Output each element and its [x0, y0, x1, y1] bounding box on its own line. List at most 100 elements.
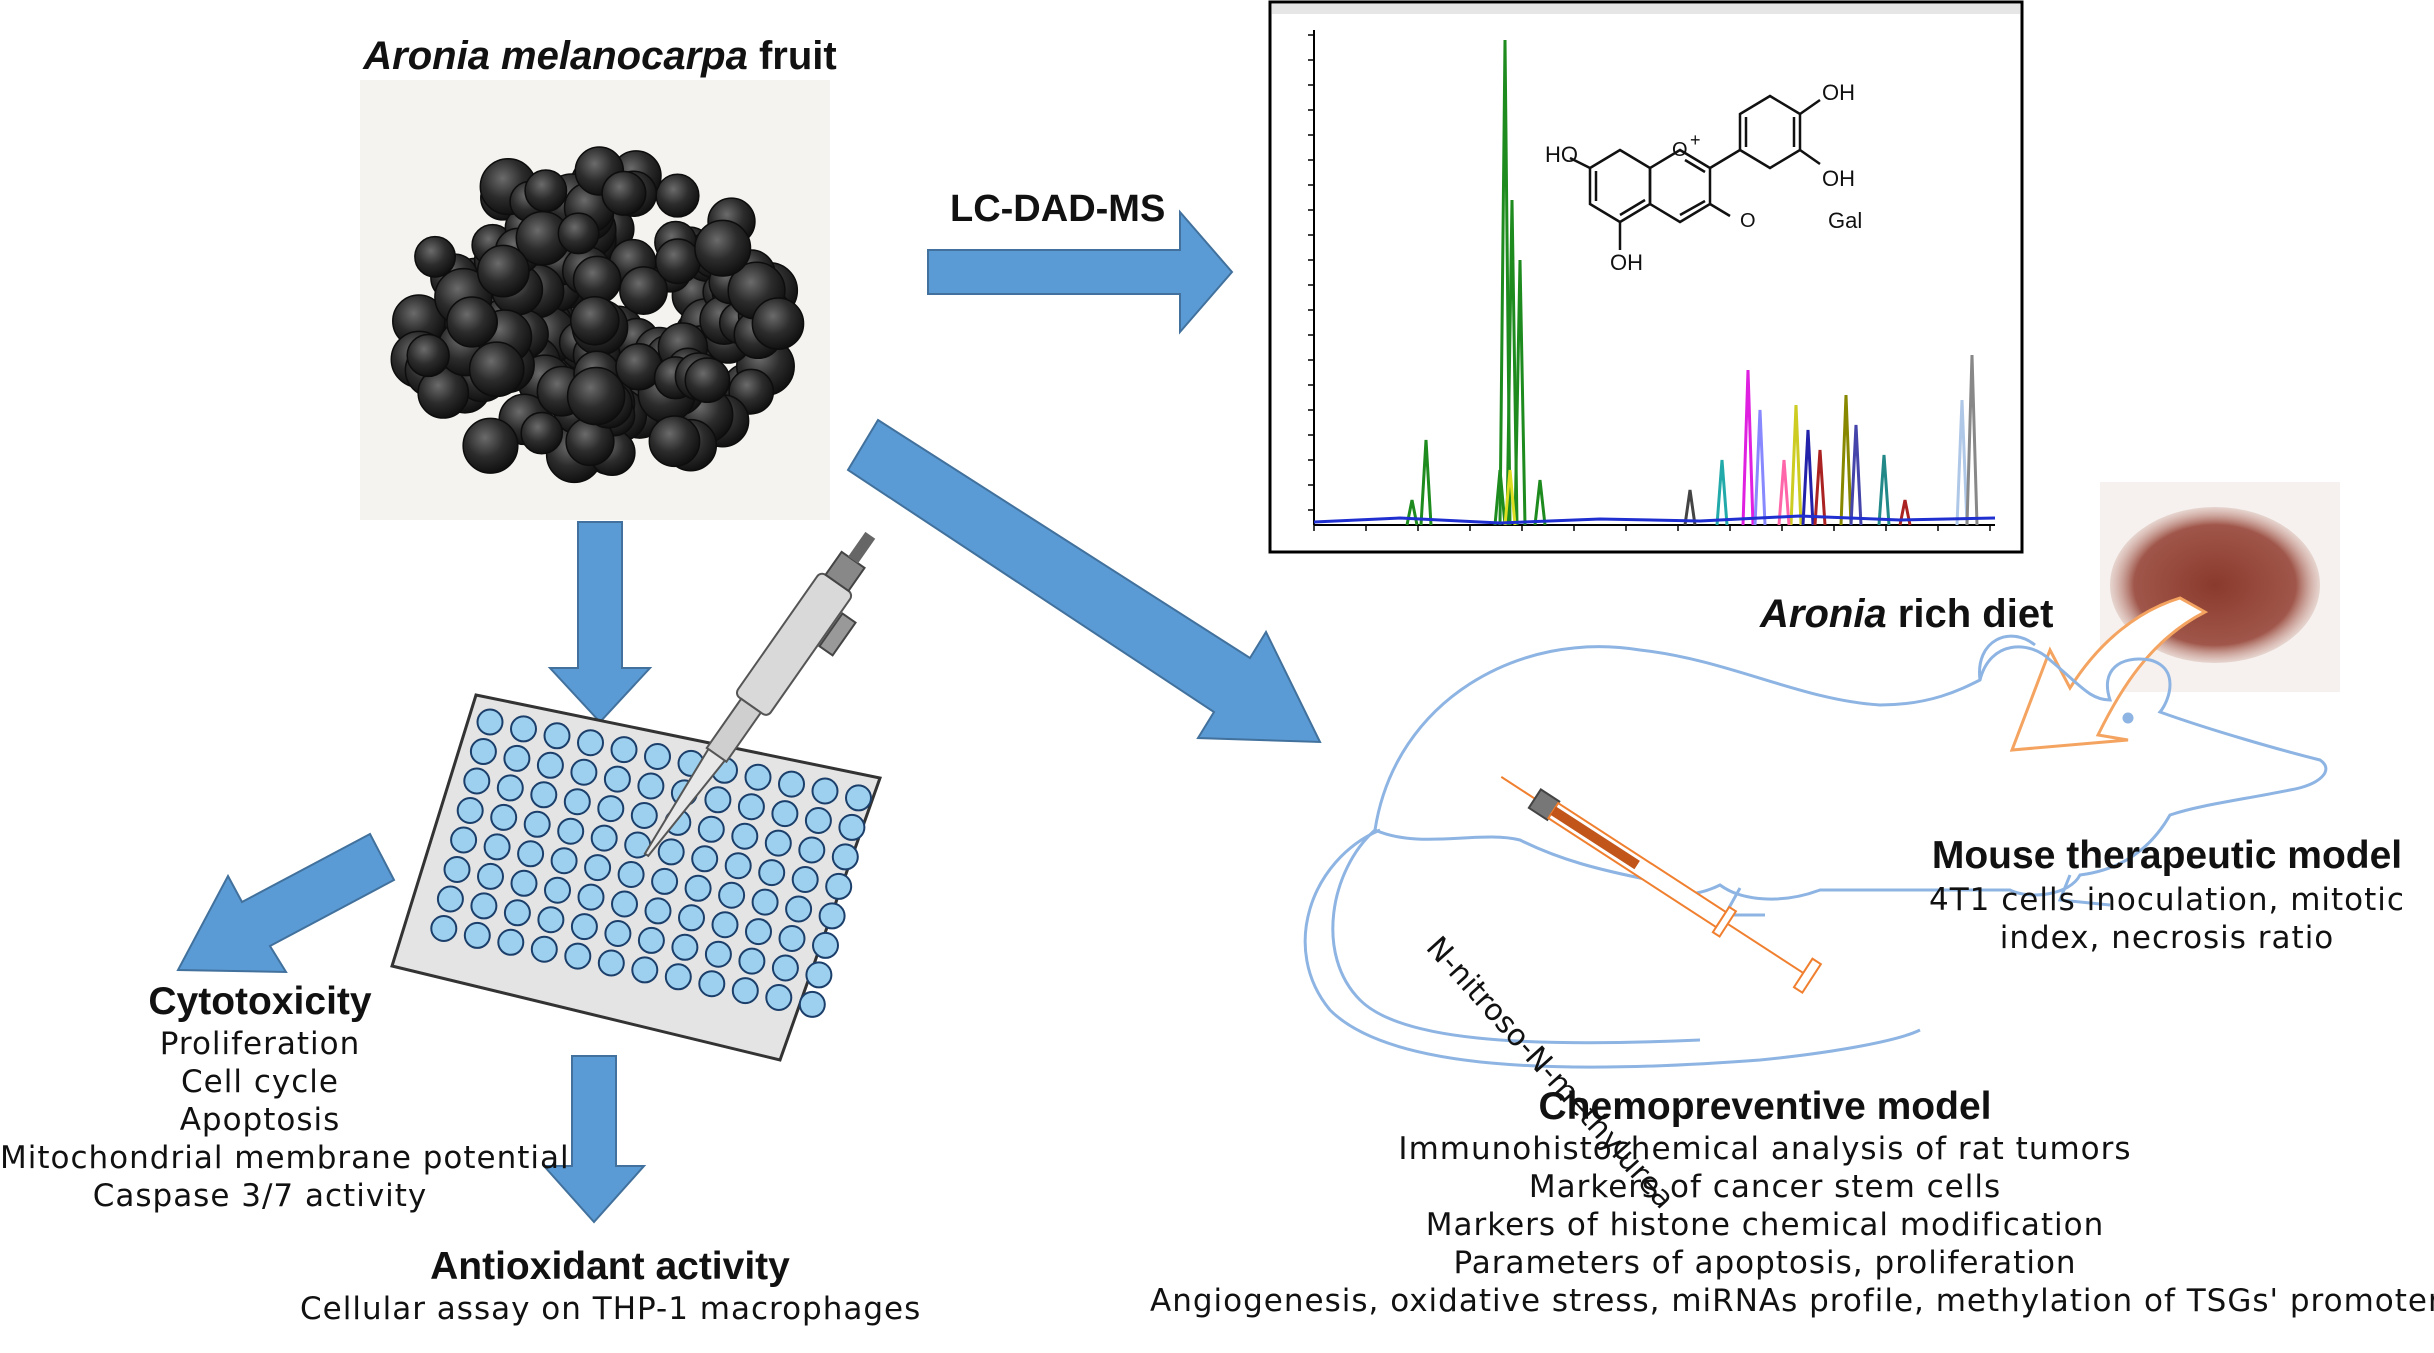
- berry: [654, 238, 701, 285]
- cyanidin-galactoside-structure: [1569, 94, 1821, 250]
- well: [671, 933, 699, 961]
- berry: [557, 212, 600, 255]
- berry: [520, 411, 564, 455]
- cytotoxicity-line: Cell cycle: [181, 1064, 339, 1100]
- well: [751, 888, 779, 916]
- well: [430, 915, 458, 942]
- well: [651, 867, 679, 895]
- antioxidant-title: Antioxidant activity: [430, 1245, 790, 1288]
- well: [597, 949, 625, 977]
- well: [704, 940, 732, 968]
- well: [737, 793, 765, 821]
- molecule-oh-bottom: OH: [1610, 250, 1643, 275]
- chromatogram-peak: [1777, 459, 1791, 526]
- well: [724, 852, 752, 880]
- well: [503, 744, 531, 772]
- chromatogram-peak: [1405, 499, 1419, 526]
- diet-title-italic: Aronia: [1760, 592, 1887, 636]
- chromatogram-ticks: [1308, 34, 1991, 531]
- well: [778, 770, 805, 798]
- well: [470, 892, 498, 920]
- well: [543, 722, 571, 750]
- well: [711, 911, 739, 939]
- chemo-model-line: Markers of histone chemical modification: [1425, 1207, 2105, 1243]
- chromatogram-peak: [1753, 409, 1767, 526]
- well: [691, 845, 719, 873]
- well: [771, 800, 799, 828]
- chromatogram-peak: [1741, 369, 1755, 526]
- diet-title: Aronia rich diet: [1760, 592, 2053, 637]
- well: [577, 883, 605, 911]
- arrow-to-antioxidant: [541, 1055, 647, 1224]
- well: [564, 942, 592, 970]
- well: [537, 906, 565, 934]
- well: [697, 815, 725, 843]
- chromatogram-panel: [1268, 0, 2024, 554]
- well: [704, 786, 732, 814]
- chromatogram-peak: [1955, 399, 1969, 526]
- well: [818, 902, 846, 930]
- fruit-title-rest: fruit: [747, 34, 837, 78]
- berry: [619, 266, 668, 315]
- arrow-to-cytotoxicity: [176, 832, 396, 974]
- well: [577, 729, 604, 757]
- well: [483, 833, 511, 861]
- arrow-to-mouse: [846, 418, 1322, 744]
- chemo-model-line: Parameters of apoptosis, proliferation: [1453, 1245, 2077, 1281]
- chromatogram-peak: [1493, 469, 1507, 526]
- well: [456, 797, 484, 824]
- chromatogram-peak: [1503, 469, 1517, 526]
- well: [738, 947, 766, 975]
- berry: [406, 333, 450, 378]
- chemo-model-title: Chemopreventive model: [1538, 1085, 1992, 1128]
- well: [778, 925, 806, 952]
- mouse-model-block: Mouse therapeutic model 4T1 cells inocul…: [1900, 834, 2434, 956]
- chemo-model-block: Chemopreventive model Immunohistochemica…: [1150, 1085, 2434, 1319]
- cytotoxicity-line: Proliferation: [159, 1026, 361, 1062]
- well: [845, 784, 872, 812]
- well: [497, 928, 525, 956]
- well: [450, 826, 478, 854]
- chromatogram-peak: [1801, 429, 1815, 526]
- well: [764, 829, 792, 857]
- berry: [684, 357, 731, 404]
- antioxidant-block: Antioxidant activity Cellular assay on T…: [300, 1245, 920, 1327]
- well: [637, 772, 665, 800]
- chromatogram-peak: [1715, 459, 1729, 526]
- berry: [601, 170, 647, 216]
- chromatogram-peak: [1898, 499, 1912, 526]
- mouse-model-title: Mouse therapeutic model: [1931, 834, 2403, 877]
- berry: [655, 173, 700, 218]
- berry: [569, 295, 620, 346]
- berry: [751, 297, 805, 350]
- well: [630, 802, 658, 829]
- cytotoxicity-block: Cytotoxicity Proliferation Cell cycle Ap…: [0, 980, 569, 1214]
- chromatogram-peak: [1533, 479, 1547, 526]
- well: [436, 885, 464, 913]
- well: [590, 824, 618, 852]
- well: [698, 970, 726, 998]
- well: [771, 954, 799, 982]
- well: [838, 813, 866, 841]
- well: [798, 990, 826, 1018]
- well: [517, 840, 545, 868]
- chromatogram-peak: [1877, 454, 1891, 526]
- chromatogram-peak: [1513, 259, 1527, 526]
- berry: [566, 366, 626, 426]
- fruit-title-italic: Aronia melanocarpa: [363, 34, 748, 78]
- cytotoxicity-title: Cytotoxicity: [148, 980, 372, 1023]
- well: [610, 736, 638, 764]
- berry: [446, 296, 498, 348]
- chromatogram-peak: [1789, 404, 1803, 526]
- well: [570, 758, 598, 786]
- chromatogram-peak: [1849, 424, 1863, 526]
- fruit-title: Aronia melanocarpa fruit: [340, 34, 860, 79]
- well: [496, 774, 524, 802]
- well: [664, 963, 692, 991]
- well: [584, 854, 612, 882]
- well: [557, 817, 585, 845]
- well: [805, 961, 833, 989]
- mouse-model-line: index, necrosis ratio: [1999, 920, 2335, 956]
- lcms-label: LC-DAD-MS: [950, 188, 1166, 230]
